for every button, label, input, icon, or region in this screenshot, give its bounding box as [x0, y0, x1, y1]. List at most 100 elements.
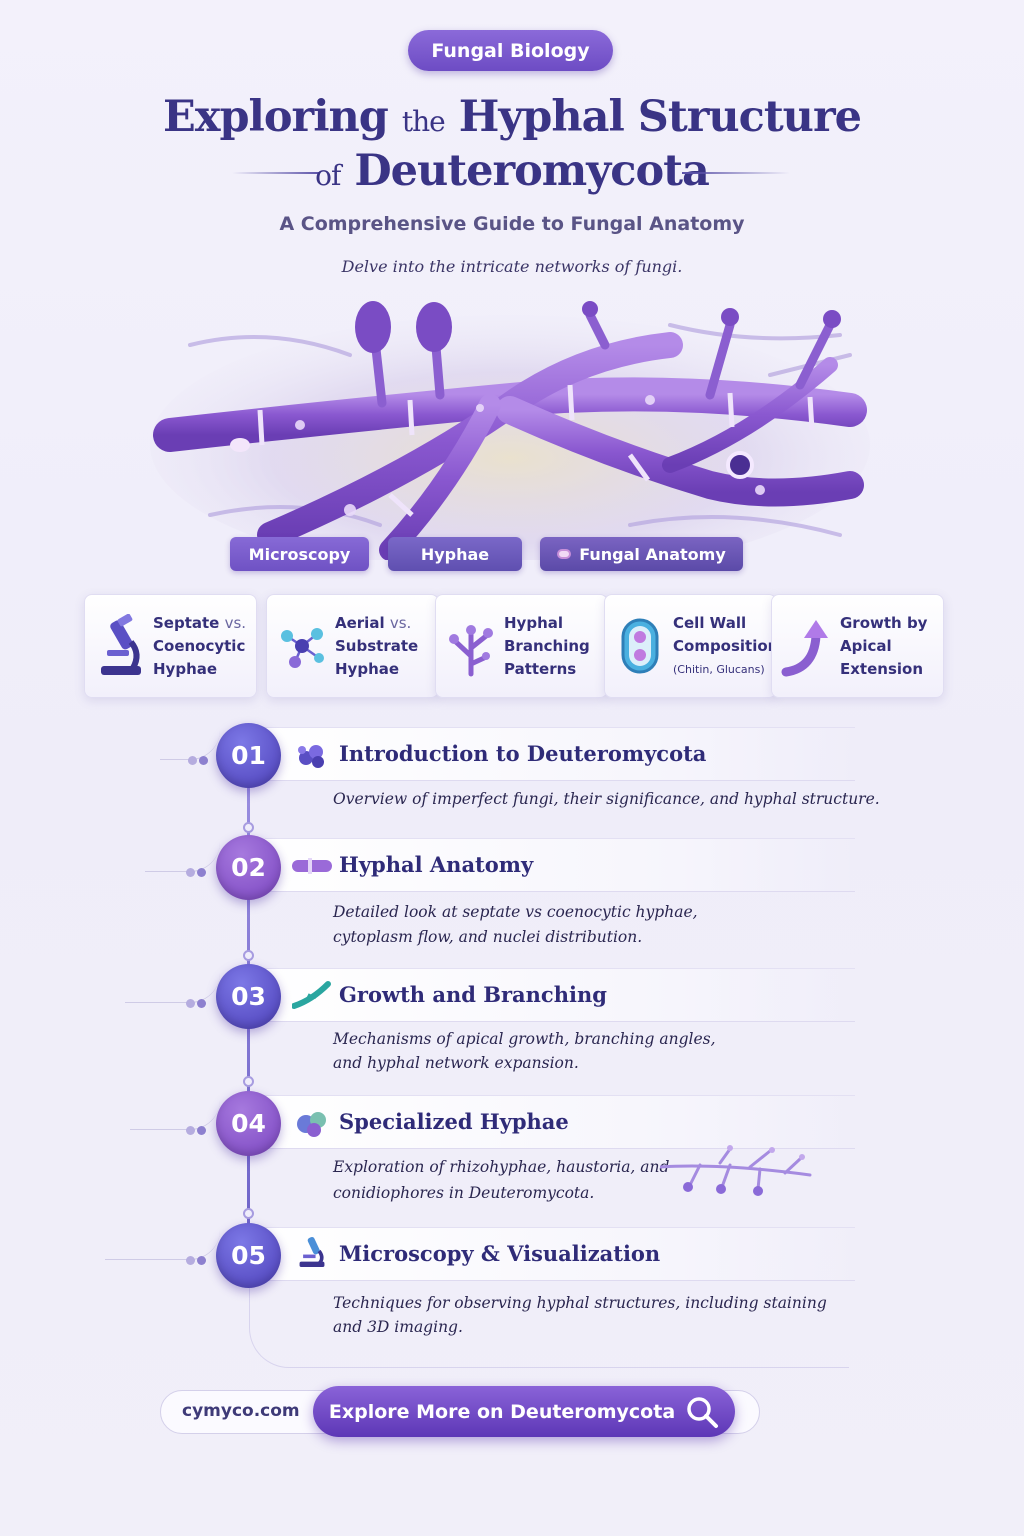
- title-word: the: [401, 105, 446, 138]
- hyphae-illustration: [150, 301, 870, 560]
- card-text: Patterns: [504, 659, 577, 678]
- tail-dot: [199, 756, 208, 765]
- tag-hyphae[interactable]: Hyphae: [388, 537, 522, 571]
- step-header-04: [265, 1095, 855, 1149]
- step-number-04[interactable]: 04: [216, 1091, 281, 1156]
- tail-dot: [186, 1256, 195, 1265]
- title-word: of: [315, 159, 341, 192]
- step-title-02: Hyphal Anatomy: [339, 852, 534, 877]
- title-rule-right: [682, 172, 790, 174]
- search-icon: [687, 1396, 719, 1428]
- step-desc-05b: and 3D imaging.: [333, 1318, 463, 1336]
- step-desc-02: Detailed look at septate vs coenocytic h…: [333, 903, 698, 921]
- step-desc-01: Overview of imperfect fungi, their signi…: [333, 790, 880, 808]
- step-desc-04: Exploration of rhizohyphae, haustoria, a…: [333, 1158, 670, 1176]
- card-text: (Chitin, Glucans): [673, 662, 765, 676]
- title-rule-left: [232, 172, 320, 174]
- card-text: Hyphae: [153, 659, 218, 678]
- spore-icon: [557, 549, 572, 559]
- card-text: Composition: [673, 636, 779, 655]
- step-number-03[interactable]: 03: [216, 964, 281, 1029]
- step-title-05: Microscopy & Visualization: [339, 1241, 661, 1266]
- step-header-01: [265, 727, 855, 781]
- step-tail: [130, 1100, 220, 1130]
- step-tail: [125, 973, 220, 1003]
- timeline-node: [243, 950, 254, 961]
- category-badge: Fungal Biology: [408, 30, 613, 71]
- cell-icon: [621, 618, 659, 674]
- branch-icon: [449, 625, 493, 677]
- step-title-04: Specialized Hyphae: [339, 1109, 569, 1134]
- subtitle: A Comprehensive Guide to Fungal Anatomy: [279, 213, 745, 235]
- timeline-node: [243, 1208, 254, 1219]
- tag-fungal-anatomy[interactable]: Fungal Anatomy: [540, 537, 743, 571]
- tail-dot: [186, 868, 195, 877]
- spore-cluster-icon: [297, 1112, 326, 1137]
- timeline-node: [243, 1076, 254, 1087]
- microscope-icon: [101, 614, 141, 675]
- tag-microscopy[interactable]: Microscopy: [230, 537, 369, 571]
- cta-label: Explore More on Deuteromycota: [328, 1400, 676, 1423]
- title-word: Deuteromycota: [354, 146, 710, 196]
- tag-label: Fungal Anatomy: [579, 544, 726, 564]
- card-text: vs.: [389, 613, 412, 632]
- card-text: Septate: [153, 613, 220, 632]
- step-header-03: [265, 968, 855, 1022]
- card-text: Hyphal: [504, 613, 564, 632]
- spore-cluster-icon: [298, 745, 324, 768]
- tail-dot: [197, 868, 206, 877]
- tail-dot: [197, 1256, 206, 1265]
- title-word: Exploring: [163, 92, 389, 142]
- card-text: Hyphae: [335, 659, 400, 678]
- growth-leaf-icon: [292, 981, 331, 1009]
- card-cell-wall[interactable]: Cell Wall Composition (Chitin, Glucans): [604, 594, 779, 698]
- card-text: vs.: [224, 613, 247, 632]
- step-header-05: [265, 1227, 855, 1281]
- tag-label: Microscopy: [248, 544, 351, 564]
- explore-more-button[interactable]: Explore More on Deuteromycota: [313, 1386, 735, 1437]
- tail-dot: [197, 1126, 206, 1135]
- card-text: Coenocytic: [153, 636, 246, 655]
- card-growth[interactable]: Growth by Apical Extension: [771, 594, 944, 698]
- tail-dot: [197, 999, 206, 1008]
- site-link[interactable]: cymyco.com: [182, 1401, 300, 1421]
- page-title-line1: Exploring the Hyphal Structure: [0, 92, 1024, 142]
- tag-label: Hyphae: [420, 544, 490, 564]
- card-text: Branching: [504, 636, 590, 655]
- tail-dot: [186, 1126, 195, 1135]
- step-header-02: [265, 838, 855, 892]
- arrow-up-icon: [781, 620, 828, 677]
- step-desc-02b: cytoplasm flow, and nuclei distribution.: [333, 928, 643, 946]
- timeline-connector: [249, 1283, 849, 1368]
- card-text: Substrate: [335, 636, 419, 655]
- step-number-05[interactable]: 05: [216, 1223, 281, 1288]
- conidiophore-illustration: [660, 1145, 812, 1196]
- microscope-icon: [299, 1236, 325, 1267]
- tagline: Delve into the intricate networks of fun…: [341, 257, 683, 276]
- tail-dot: [186, 999, 195, 1008]
- step-desc-05: Techniques for observing hyphal structur…: [333, 1294, 827, 1312]
- step-desc-03: Mechanisms of apical growth, branching a…: [333, 1030, 716, 1048]
- step-desc-04b: conidiophores in Deuteromycota.: [333, 1184, 595, 1202]
- page-title-line2: of Deuteromycota: [0, 146, 1024, 196]
- step-number-01[interactable]: 01: [216, 723, 281, 788]
- card-text: Apical: [840, 636, 892, 655]
- step-tail: [105, 1230, 220, 1260]
- tail-dot: [188, 756, 197, 765]
- step-number-02[interactable]: 02: [216, 835, 281, 900]
- hypha-segment-icon: [292, 858, 332, 874]
- card-text: Aerial: [335, 613, 385, 632]
- step-title-03: Growth and Branching: [339, 982, 607, 1007]
- step-title-01: Introduction to Deuteromycota: [339, 741, 707, 766]
- card-text: Growth by: [840, 613, 928, 632]
- network-icon: [281, 628, 324, 668]
- step-desc-03b: and hyphal network expansion.: [333, 1054, 579, 1072]
- step-tail: [145, 842, 220, 872]
- card-text: Extension: [840, 659, 923, 678]
- card-branching[interactable]: Hyphal Branching Patterns: [435, 594, 608, 698]
- card-aerial[interactable]: Aerial vs. Substrate Hyphae: [266, 594, 439, 698]
- title-word: Hyphal Structure: [458, 92, 862, 142]
- card-septate[interactable]: Septate vs. Coenocytic Hyphae: [84, 594, 257, 698]
- card-text: Cell Wall: [673, 613, 747, 632]
- timeline-node: [243, 822, 254, 833]
